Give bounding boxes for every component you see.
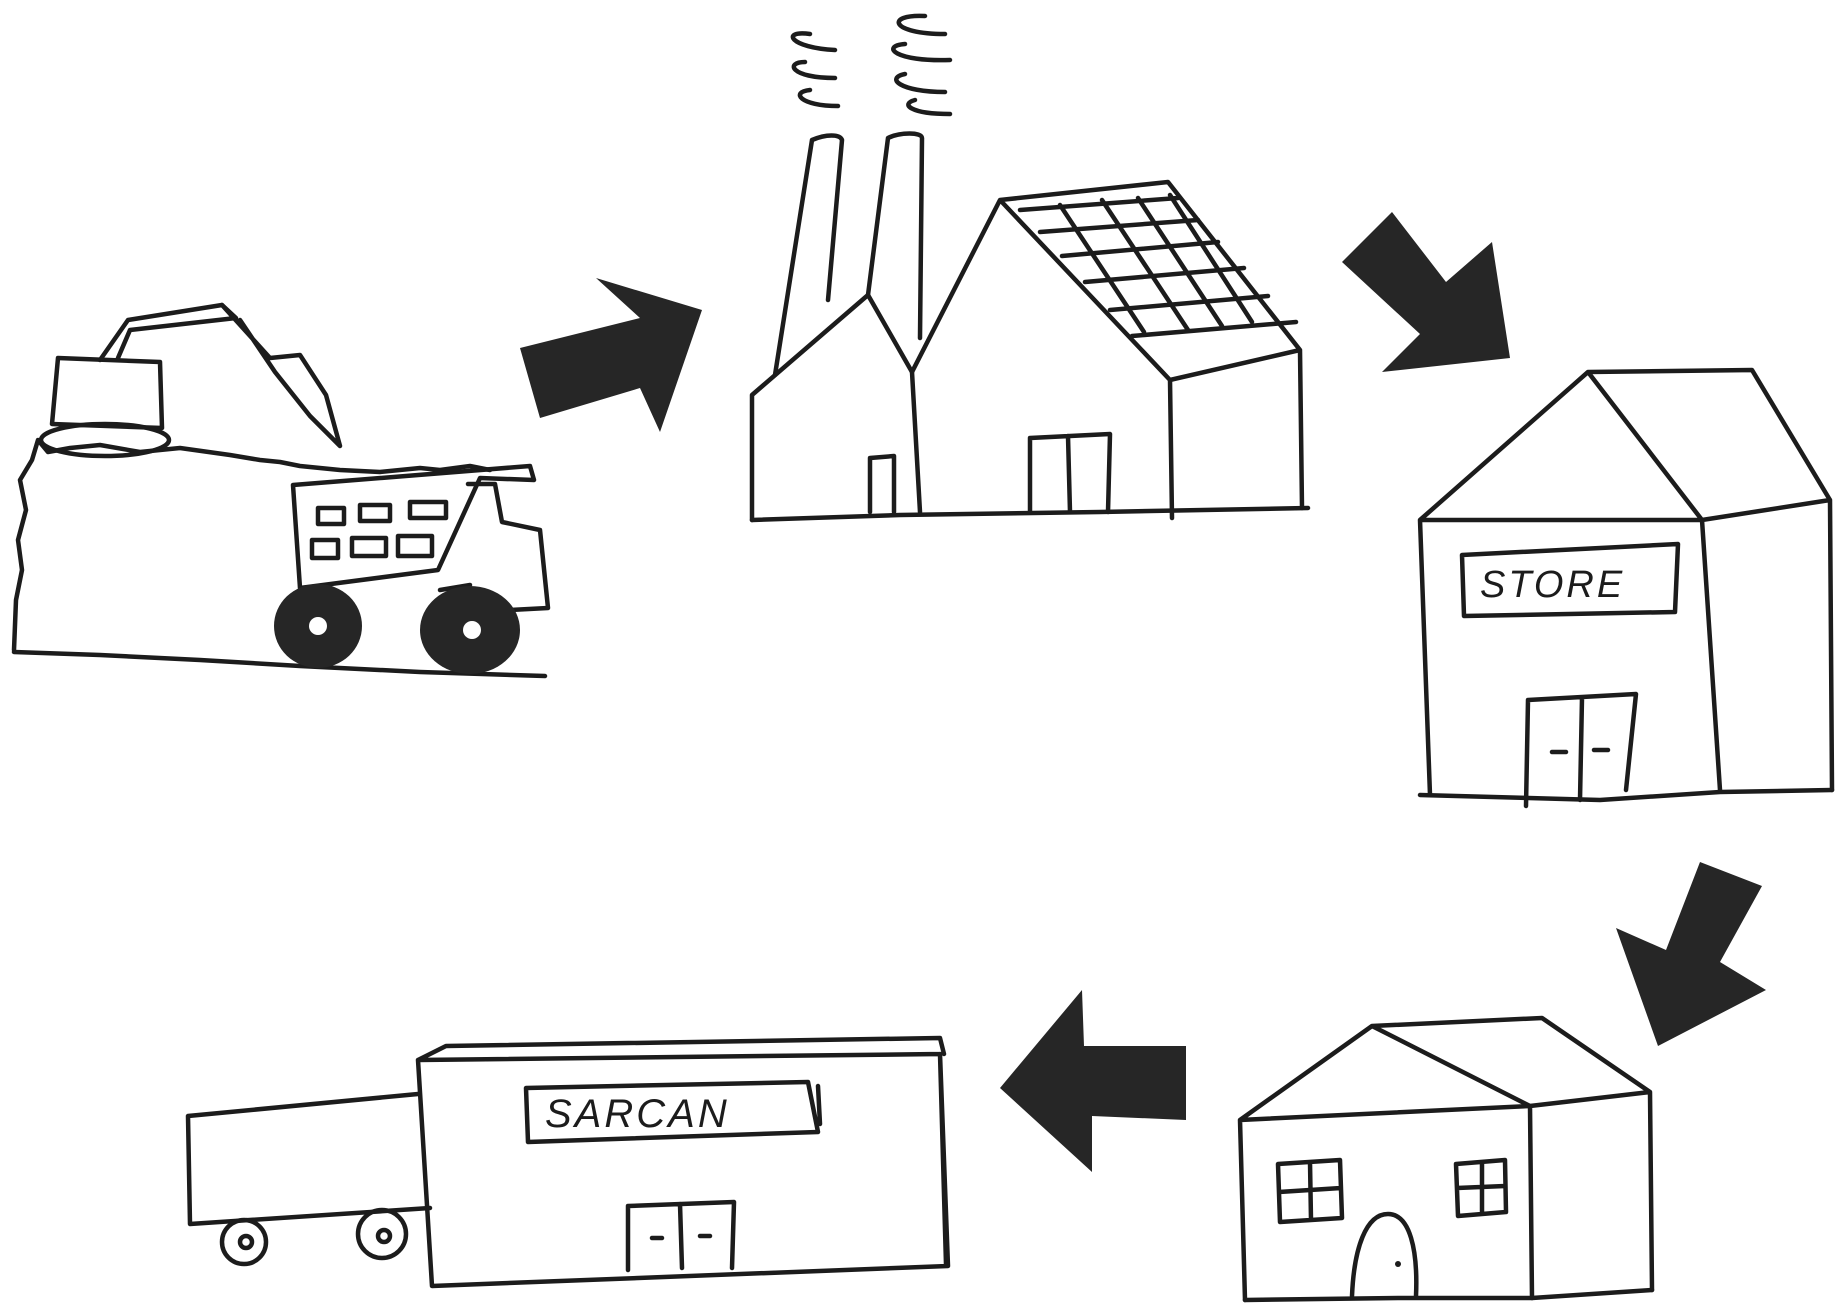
depot-sign: SARCAN [526, 1082, 820, 1142]
depot-sign-label: SARCAN [545, 1092, 730, 1136]
smoke-icon [793, 16, 950, 114]
dirt-pile [14, 440, 490, 650]
arrow-house-to-depot-icon [1000, 990, 1186, 1172]
depot-door [628, 1202, 734, 1270]
store-door [1526, 694, 1636, 806]
store-stage: STORE [1420, 370, 1832, 806]
arrow-store-to-house-icon [1616, 862, 1766, 1046]
window-icon [1456, 1160, 1506, 1216]
factory-door [1030, 434, 1110, 512]
arrow-mine-to-factory-icon [520, 278, 702, 432]
store-sign: STORE [1462, 544, 1678, 616]
trailer [188, 1094, 430, 1224]
arrow-factory-to-store-icon [1342, 212, 1510, 372]
store-sign-label: STORE [1480, 564, 1625, 606]
dump-truck [274, 466, 548, 674]
factory-stage [752, 16, 1308, 520]
excavator [41, 305, 340, 456]
mine-stage [14, 305, 548, 676]
house-door [1352, 1214, 1416, 1296]
chimney [775, 136, 842, 376]
recycling-depot-stage: SARCAN [188, 1038, 948, 1286]
window-icon [1278, 1160, 1342, 1222]
house-stage [1240, 1018, 1652, 1300]
house-building [1240, 1018, 1652, 1300]
